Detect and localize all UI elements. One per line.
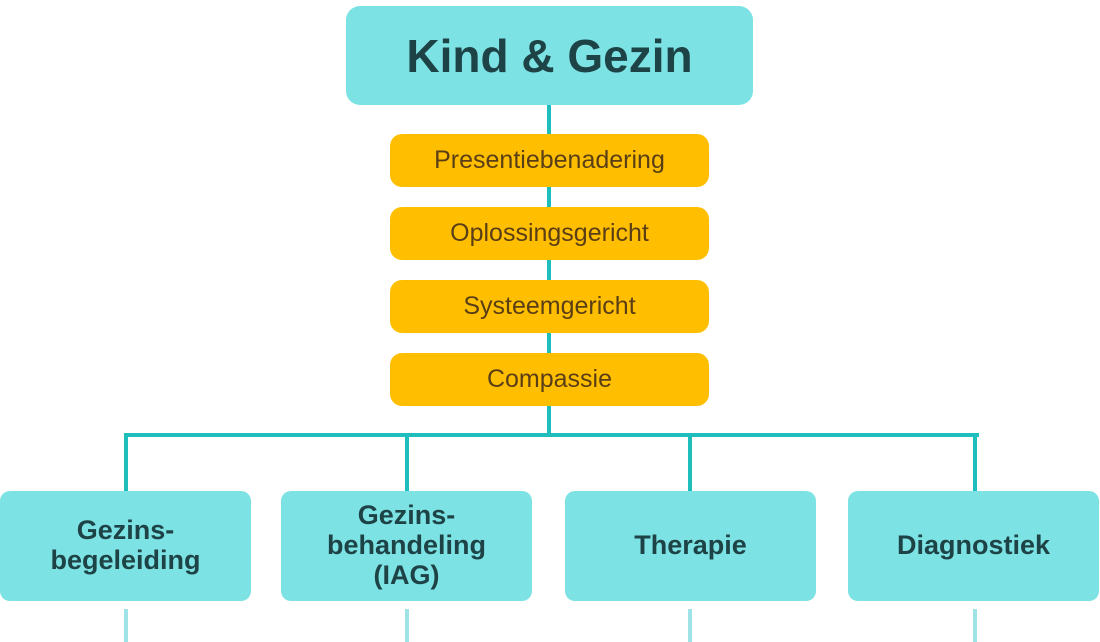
connector-drop-1 <box>124 433 128 491</box>
connector-stub-3 <box>688 609 692 642</box>
connector-horizontal <box>124 433 979 437</box>
service-diagnostiek: Diagnostiek <box>848 491 1099 601</box>
approach-systeemgericht: Systeemgericht <box>390 280 709 333</box>
connector-stub-4 <box>973 609 977 642</box>
connector-drop-4 <box>973 433 977 491</box>
approach-presentiebenadering: Presentiebenadering <box>390 134 709 187</box>
connector-stub-1 <box>124 609 128 642</box>
service-gezinsbehandeling: Gezins- behandeling (IAG) <box>281 491 532 601</box>
approach-oplossingsgericht: Oplossingsgericht <box>390 207 709 260</box>
service-gezinsbegeleiding: Gezins- begeleiding <box>0 491 251 601</box>
connector-drop-2 <box>405 433 409 491</box>
service-therapie: Therapie <box>565 491 816 601</box>
root-node: Kind & Gezin <box>346 6 753 105</box>
connector-drop-3 <box>688 433 692 491</box>
connector-trunk <box>547 105 551 437</box>
approach-compassie: Compassie <box>390 353 709 406</box>
connector-stub-2 <box>405 609 409 642</box>
